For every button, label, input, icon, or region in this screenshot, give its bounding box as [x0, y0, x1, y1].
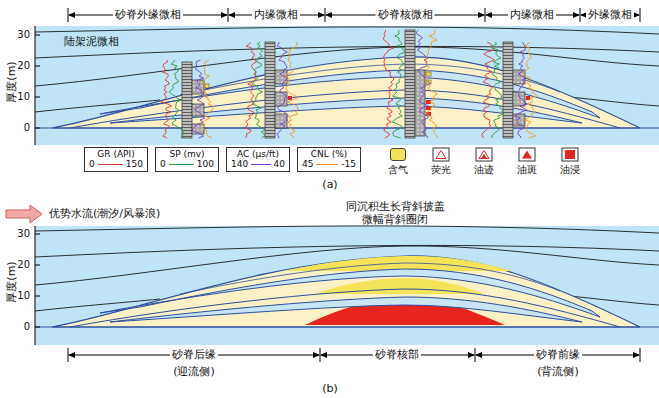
sand-ridge: [52, 57, 640, 128]
label: (迎流侧): [171, 366, 217, 379]
scale-value: 150: [126, 159, 143, 169]
scale-value: 140: [231, 159, 248, 169]
legend-symbols: [433, 148, 578, 161]
label: 0: [22, 321, 32, 333]
legend-swatch: [390, 148, 406, 161]
shelf-mud-ground: [35, 226, 659, 345]
label: 10: [15, 290, 32, 302]
label: 砂脊外缘微相: [113, 9, 183, 22]
label: 厚度(m): [6, 259, 19, 304]
log-curve: [416, 30, 430, 138]
label: 外缘微相: [586, 9, 634, 22]
log-curve: [161, 60, 172, 138]
sand-ridge: [52, 256, 640, 327]
log-curve: [515, 42, 527, 138]
scale-value: 45: [302, 159, 313, 169]
log-curve: [252, 42, 265, 138]
label: 30: [15, 29, 32, 41]
legend-text: 油浸: [558, 164, 582, 176]
log-curve: [392, 30, 405, 138]
legend-text: 荧光: [429, 164, 453, 176]
log-name: CNL (%): [302, 149, 356, 159]
legend-text: 油迹: [472, 164, 496, 176]
log-curve: [169, 60, 183, 138]
log-curve: [482, 42, 495, 138]
log-curve: [425, 30, 438, 138]
show-markers: [205, 72, 530, 116]
curve-sample: [251, 164, 270, 165]
label: 陆架泥微相: [62, 36, 121, 49]
label: 砂脊核部: [373, 349, 421, 362]
axis-ticks: [35, 26, 40, 145]
label: 同沉积生长背斜披盖: [344, 201, 447, 214]
label: (a): [320, 179, 339, 192]
curve-sample: [98, 164, 123, 165]
log-name: SP (mv): [160, 149, 214, 159]
label: (b): [320, 383, 340, 396]
scale-row: 0 100: [160, 159, 214, 169]
scale-value: 0: [89, 159, 95, 169]
facies-bracket: [68, 8, 640, 22]
label: 内缘微相: [508, 9, 556, 22]
zone-bracket: [68, 348, 640, 362]
log-name: GR (API): [89, 149, 143, 159]
mud-interlayers: [70, 263, 620, 327]
log-scale-box: AC (μs/ft)140 40: [226, 147, 290, 172]
label: (背流侧): [535, 366, 581, 379]
flow-arrow: [6, 205, 42, 223]
scale-value: 100: [197, 159, 214, 169]
label: 微幅背斜圈闭: [360, 214, 430, 227]
label: 优势水流(潮汐/风暴浪): [47, 208, 162, 221]
label: 20: [15, 60, 32, 72]
scale-row: 0 150: [89, 159, 143, 169]
label: 砂脊后缘: [170, 349, 218, 362]
well-columns: [182, 30, 525, 138]
log-name: AC (μs/ft): [231, 149, 285, 159]
log-scale-box: SP (mv)0 100: [155, 147, 219, 172]
log-curve: [202, 60, 213, 138]
scale-row: 45 -15: [302, 159, 356, 169]
log-curve: [286, 42, 298, 138]
scale-value: -15: [341, 159, 356, 169]
label: 20: [15, 259, 32, 271]
label: 砂脊前缘: [534, 349, 582, 362]
log-scale-box: CNL (%)45 -15: [297, 147, 361, 172]
axis-ticks: [35, 226, 40, 345]
mud-interlayers: [70, 64, 620, 128]
curve-sample: [316, 164, 338, 165]
log-curves: [161, 30, 537, 138]
log-curve: [192, 60, 204, 138]
shelf-mud-ground: [35, 26, 659, 145]
label: 30: [15, 228, 32, 240]
log-scale-box: GR (API)0 150: [84, 147, 148, 172]
log-curve: [492, 42, 504, 138]
label: 0: [22, 122, 32, 134]
scale-value: 40: [274, 159, 285, 169]
log-curve: [244, 42, 256, 138]
label: 砂脊核微相: [376, 9, 435, 22]
curve-sample: [169, 164, 194, 165]
base-line: [35, 127, 659, 128]
scale-value: 0: [160, 159, 166, 169]
label: 10: [15, 91, 32, 103]
legend-text: 油斑: [515, 164, 539, 176]
log-curve: [524, 42, 537, 138]
label: 内缘微相: [252, 9, 300, 22]
scale-row: 140 40: [231, 159, 285, 169]
label: 厚度(m): [6, 59, 19, 104]
legend-text: 含气: [386, 164, 410, 176]
base-line: [35, 326, 659, 327]
